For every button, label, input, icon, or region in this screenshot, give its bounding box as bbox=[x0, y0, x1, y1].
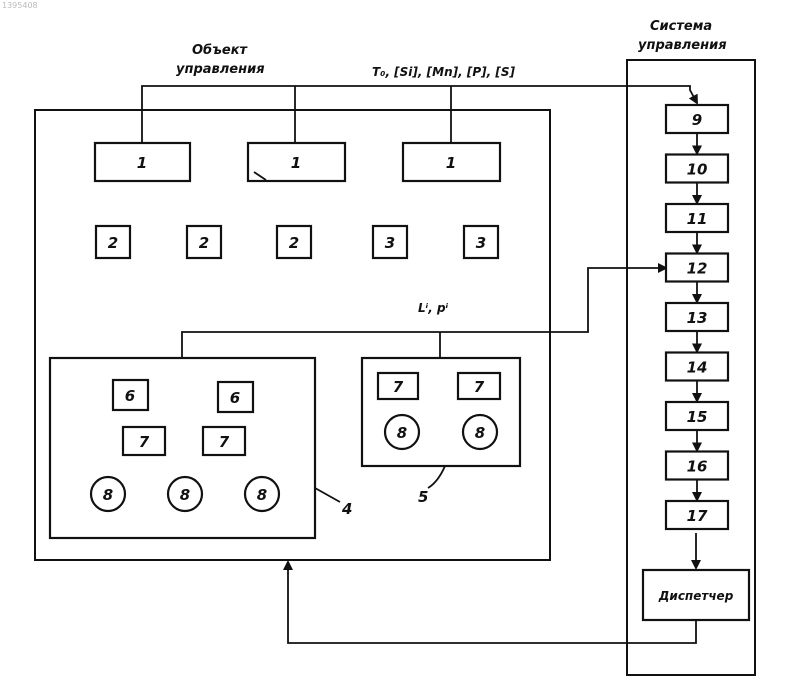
chain-block-14-label: 14 bbox=[687, 359, 708, 377]
circle-8-a-label: 8 bbox=[103, 486, 113, 504]
chain-block-13-label: 13 bbox=[687, 309, 708, 327]
unit-5-number: 5 bbox=[418, 488, 428, 506]
top-signal-bus bbox=[142, 86, 697, 143]
chain-block-17-label: 17 bbox=[687, 507, 708, 525]
chain-block-11-label: 11 bbox=[687, 210, 708, 228]
unit-5-leader bbox=[428, 466, 445, 488]
chain-block-15-label: 15 bbox=[687, 408, 708, 426]
circle-8-c-label: 8 bbox=[257, 486, 267, 504]
feedback-loop bbox=[288, 562, 696, 643]
block-1-left-label: 1 bbox=[137, 154, 147, 172]
dispatcher-label: Диспетчер bbox=[658, 589, 734, 603]
block-3-a-label: 3 bbox=[385, 234, 395, 252]
object-title-line1: Объект bbox=[192, 43, 249, 58]
circle-8-d-label: 8 bbox=[397, 424, 407, 442]
block-1-right-label: 1 bbox=[446, 154, 456, 172]
system-title-line1: Система bbox=[650, 19, 712, 34]
chain-block-10-label: 10 bbox=[687, 161, 708, 179]
block-7-d-label: 7 bbox=[474, 378, 485, 396]
mid-signals-label: Lⁱ, pⁱ bbox=[418, 301, 449, 315]
system-title-line2: управления bbox=[638, 38, 727, 53]
block-7-c-label: 7 bbox=[393, 378, 404, 396]
block-6-a-label: 6 bbox=[125, 387, 135, 405]
object-title-line2: управления bbox=[176, 62, 265, 77]
block-2-a-label: 2 bbox=[108, 234, 118, 252]
block-6-b-label: 6 bbox=[230, 389, 240, 407]
chain-block-9-label: 9 bbox=[692, 111, 702, 129]
chain-block-16-label: 16 bbox=[687, 458, 708, 476]
unit-4-number: 4 bbox=[341, 500, 352, 518]
watermark-number: 1395408 bbox=[2, 1, 38, 10]
unit-4-leader bbox=[315, 488, 340, 502]
block-2-b-label: 2 bbox=[199, 234, 209, 252]
block-1-middle-label: 1 bbox=[291, 154, 301, 172]
circle-8-e-label: 8 bbox=[475, 424, 485, 442]
chain-block-12-label: 12 bbox=[687, 260, 708, 278]
block-3-b-label: 3 bbox=[476, 234, 486, 252]
control-chain: 9 10 11 12 13 14 15 16 17 bbox=[666, 105, 728, 529]
block-2-c-label: 2 bbox=[289, 234, 299, 252]
circle-8-b-label: 8 bbox=[180, 486, 190, 504]
block-7-b-label: 7 bbox=[219, 433, 230, 451]
top-signals-label: Т₀, [Si], [Mn], [P], [S] bbox=[372, 65, 515, 79]
block-7-a-label: 7 bbox=[139, 433, 150, 451]
